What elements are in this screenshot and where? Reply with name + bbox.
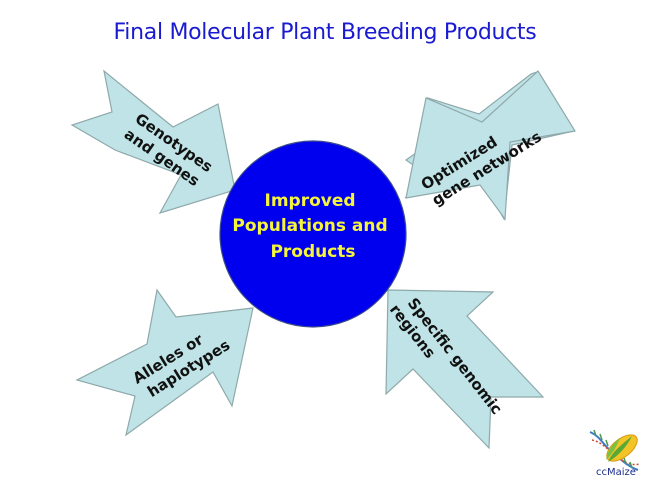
center-node: Improved Populations and Products [219, 140, 407, 328]
center-circle [219, 140, 407, 328]
corn-dna-icon [589, 429, 641, 471]
logo-text: ccMaize [596, 467, 636, 478]
arrow-shape [405, 70, 576, 221]
arrow-shape [75, 288, 254, 437]
arrow-shape [385, 289, 545, 450]
center-label-line: Products [270, 242, 355, 262]
svg-text:Improved Populations and: Improved Populations and Products [232, 191, 393, 262]
arrow-shape [70, 69, 236, 215]
arrow-optimized-gene-networks: Optimized gene networks [404, 70, 576, 221]
page-title: Final Molecular Plant Breeding Products [113, 20, 537, 45]
arrow-specific-genomic-regions: Specific genomic regions [385, 289, 545, 450]
arrow-genotypes-and-genes: Genotypes and genes [70, 69, 236, 215]
center-label-line: Populations and [232, 216, 387, 236]
center-label-line: Improved [265, 191, 356, 211]
arrow-alleles-or-haplotypes: Alleles or haplotypes [75, 288, 254, 437]
